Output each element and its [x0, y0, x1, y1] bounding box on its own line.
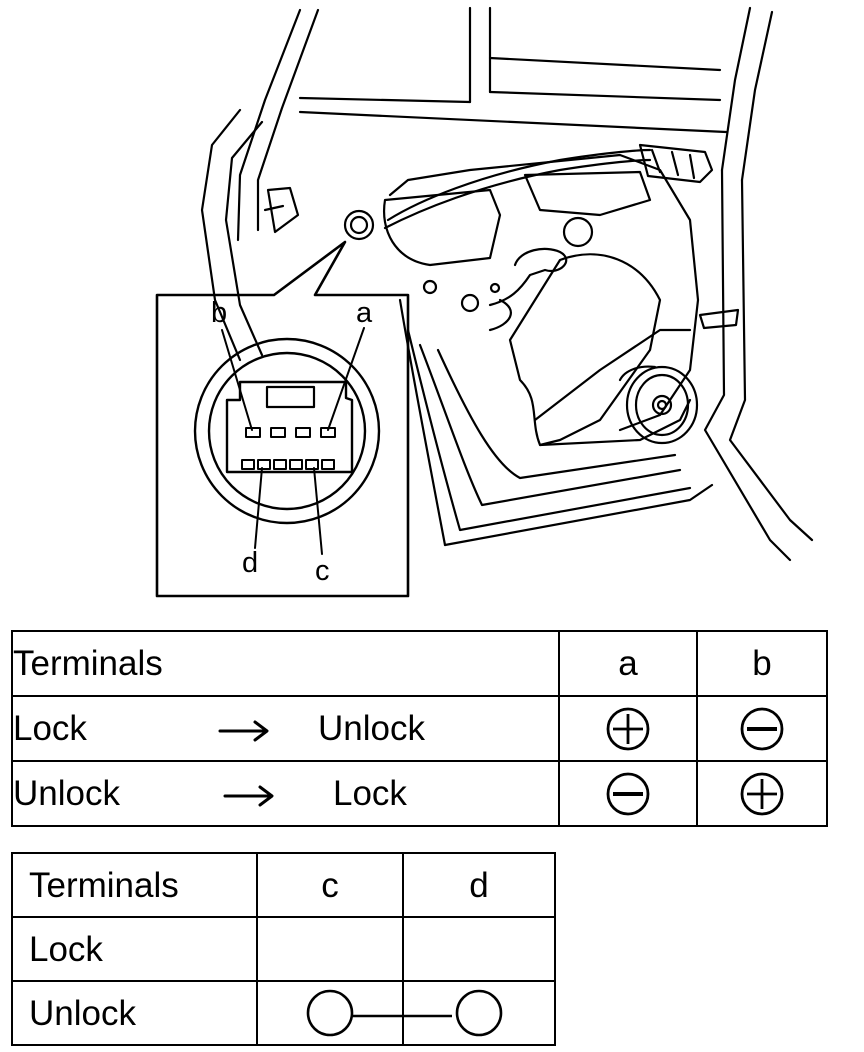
- connector-callout: [155, 240, 410, 598]
- callout-label-a: a: [356, 297, 373, 329]
- connector-location: [343, 209, 375, 241]
- negative-icon: [740, 707, 784, 750]
- header-terminal-b: b: [696, 630, 828, 697]
- mode-cell: Lock Unlock: [11, 695, 560, 762]
- table-row: Lock: [11, 916, 556, 982]
- door-frame: [200, 6, 814, 562]
- right-arrow-icon: [223, 776, 333, 811]
- mode-from: Lock: [13, 709, 87, 748]
- header-terminal-c: c: [256, 852, 404, 918]
- mode-cell: Unlock Lock: [11, 760, 560, 827]
- mode-from: Unlock: [13, 774, 120, 813]
- right-arrow-icon: [218, 711, 318, 746]
- table-row: Lock Unlock: [11, 695, 828, 762]
- terminal-b-polarity: [696, 695, 828, 762]
- continuity-table: Terminals c d Lock Unlock: [11, 852, 556, 1046]
- mode-label: Unlock: [11, 980, 258, 1046]
- negative-icon: [606, 772, 650, 815]
- terminal-d-cell: [402, 916, 556, 982]
- terminal-d-cell: [402, 980, 556, 1046]
- mode-label: Lock: [11, 916, 258, 982]
- terminal-a-polarity: [558, 760, 698, 827]
- continuity-node-c-icon: [306, 989, 354, 1037]
- table-row: Unlock Lock: [11, 760, 828, 827]
- inner-panel: [383, 153, 700, 447]
- positive-icon: [740, 772, 784, 815]
- terminal-c-cell: [256, 980, 404, 1046]
- terminal-c-cell: [256, 916, 404, 982]
- callout-label-c: c: [315, 555, 330, 587]
- table-row: Unlock: [11, 980, 556, 1046]
- table-header-row: Terminals c d: [11, 852, 556, 918]
- header-terminal-a: a: [558, 630, 698, 697]
- callout-label-d: d: [242, 547, 258, 579]
- positive-icon: [606, 707, 650, 750]
- lock-actuator: [383, 143, 714, 230]
- continuity-node-d-icon: [455, 989, 503, 1037]
- header-terminal-d: d: [402, 852, 556, 918]
- terminal-b-polarity: [696, 760, 828, 827]
- door-illustration: b a d c: [155, 6, 814, 598]
- mode-to: Unlock: [318, 709, 425, 748]
- header-terminals: Terminals: [11, 630, 560, 697]
- door-shell: [398, 298, 714, 547]
- terminal-a-polarity: [558, 695, 698, 762]
- header-terminals: Terminals: [11, 852, 258, 918]
- mode-to: Lock: [333, 774, 407, 813]
- table-header-row: Terminals a b: [11, 630, 828, 697]
- callout-label-b: b: [211, 297, 227, 329]
